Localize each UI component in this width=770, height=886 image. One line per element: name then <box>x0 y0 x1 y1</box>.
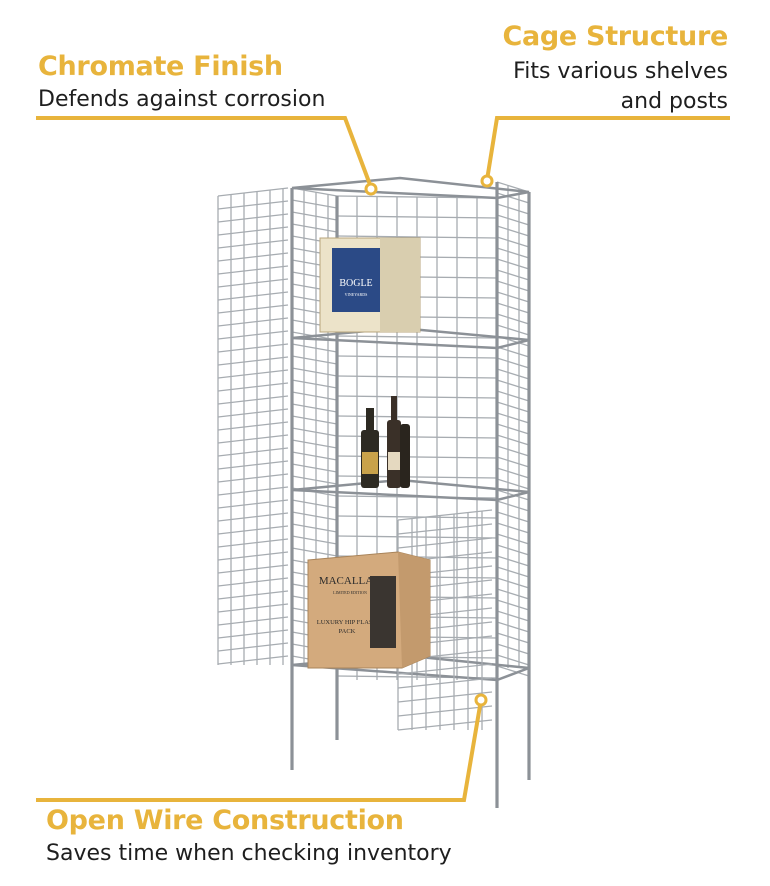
cage-structure-title: Cage Structure <box>502 21 728 52</box>
open-wire-construction-description: Saves time when checking inventory <box>46 841 452 866</box>
chromate-leader-line <box>36 116 374 191</box>
open-wire-construction-title: Open Wire Construction <box>46 805 404 836</box>
cage-posts <box>290 182 531 808</box>
wine-box-brand: BOGLE <box>339 278 372 289</box>
whisky-box-line1: LUXURY HIP FLASK <box>317 619 378 626</box>
cage-leader-line <box>485 116 730 181</box>
open-wire-callout-dot <box>474 693 488 707</box>
whisky-box: MACALLAN LIMITED EDITION LUXURY HIP FLAS… <box>307 551 431 669</box>
wine-box: BOGLE VINEYARDS <box>319 237 421 333</box>
whisky-box-line2: PACK <box>339 628 356 635</box>
chromate-finish-title: Chromate Finish <box>38 51 283 82</box>
cage-callout-dot <box>480 174 494 188</box>
chromate-callout-dot <box>364 182 378 196</box>
left-cage-door <box>217 187 289 665</box>
liquor-bottles <box>361 396 410 488</box>
open-wire-leader-line <box>36 699 483 802</box>
cage-structure-description-line1: Fits various shelves <box>513 59 728 84</box>
whisky-box-brand: MACALLAN <box>319 575 381 587</box>
cage-structure-description-line2: and posts <box>620 89 728 114</box>
chromate-finish-description: Defends against corrosion <box>38 87 326 112</box>
wine-box-sub: VINEYARDS <box>345 292 368 297</box>
whisky-box-edition: LIMITED EDITION <box>333 590 367 595</box>
